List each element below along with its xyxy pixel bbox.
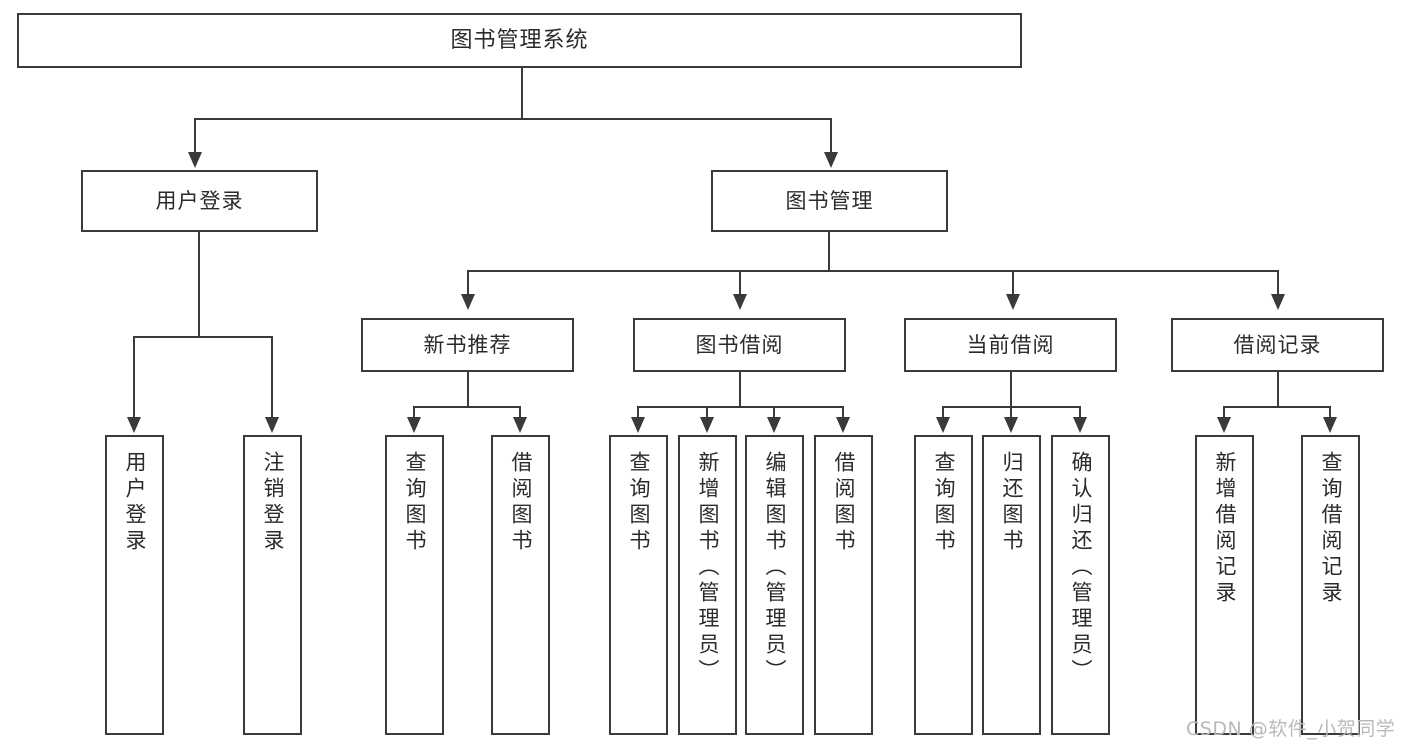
arrowhead-to-leaf-query-book-c (936, 417, 950, 433)
connector-book-manage-stem (828, 232, 830, 270)
connector-user-login-stem (198, 232, 200, 336)
leaf-query-book-recommend[interactable]: 查询图书 (385, 435, 444, 735)
connector-book-manage-bar (468, 270, 1279, 272)
leaf-user-login[interactable]: 用户登录 (105, 435, 164, 735)
connector-book-borrow-drop-3 (773, 406, 775, 419)
arrowhead-to-user-login (188, 152, 202, 168)
leaf-confirm-return-admin[interactable]: 确认归还（管理员） (1051, 435, 1110, 735)
connector-book-borrow-stem (739, 372, 741, 406)
leaf-label: 编辑图书（管理员） (763, 451, 787, 685)
connector-book-manage-drop-4 (1277, 270, 1279, 296)
connector-current-borrow-drop-1 (942, 406, 944, 419)
leaf-add-book-admin[interactable]: 新增图书（管理员） (678, 435, 737, 735)
connector-borrow-record-bar (1224, 406, 1331, 408)
node-book-management[interactable]: 图书管理 (711, 170, 948, 232)
leaf-label: 注销登录 (261, 451, 285, 555)
node-label: 图书管理 (785, 188, 874, 213)
arrowhead-to-leaf-query-book-b (631, 417, 645, 433)
node-label: 新书推荐 (423, 332, 512, 357)
leaf-add-borrow-record[interactable]: 新增借阅记录 (1195, 435, 1254, 735)
arrowhead-to-borrow-record (1271, 294, 1285, 310)
connector-current-borrow-stem (1010, 372, 1012, 406)
node-label: 用户登录 (155, 188, 244, 213)
connector-root-stem (521, 68, 523, 118)
connector-borrow-record-drop-1 (1223, 406, 1225, 419)
leaf-borrow-book-recommend[interactable]: 借阅图书 (491, 435, 550, 735)
leaf-query-borrow-record[interactable]: 查询借阅记录 (1301, 435, 1360, 735)
arrowhead-to-new-book-recommend (461, 294, 475, 310)
node-label: 当前借阅 (966, 332, 1055, 357)
arrowhead-to-leaf-borrow-book-b (836, 417, 850, 433)
arrowhead-to-leaf-logout (265, 417, 279, 433)
connector-book-manage-drop-1 (467, 270, 469, 296)
node-label: 图书管理系统 (450, 27, 589, 53)
connector-borrow-record-stem (1277, 372, 1279, 406)
leaf-label: 确认归还（管理员） (1069, 451, 1093, 685)
connector-new-book-drop-1 (413, 406, 415, 419)
node-label: 图书借阅 (695, 332, 784, 357)
connector-new-book-bar (414, 406, 521, 408)
leaf-label: 新增图书（管理员） (696, 451, 720, 685)
connector-new-book-drop-2 (519, 406, 521, 419)
connector-current-borrow-drop-2 (1010, 406, 1012, 419)
connector-book-borrow-drop-1 (637, 406, 639, 419)
connector-user-login-drop-1 (133, 336, 135, 419)
leaf-borrow-book-borrow[interactable]: 借阅图书 (814, 435, 873, 735)
connector-book-manage-drop-3 (1012, 270, 1014, 296)
leaf-return-book[interactable]: 归还图书 (982, 435, 1041, 735)
leaf-label: 归还图书 (1000, 451, 1024, 555)
arrowhead-to-leaf-user-login (127, 417, 141, 433)
connector-book-borrow-drop-2 (706, 406, 708, 419)
node-user-login[interactable]: 用户登录 (81, 170, 318, 232)
connector-book-borrow-drop-4 (842, 406, 844, 419)
leaf-query-book-borrow[interactable]: 查询图书 (609, 435, 668, 735)
connector-root-drop-right (830, 118, 832, 154)
arrowhead-to-leaf-query-book-a (407, 417, 421, 433)
arrowhead-to-leaf-borrow-book-a (513, 417, 527, 433)
leaf-edit-book-admin[interactable]: 编辑图书（管理员） (745, 435, 804, 735)
connector-borrow-record-drop-2 (1329, 406, 1331, 419)
connector-user-login-drop-2 (271, 336, 273, 419)
connector-book-manage-drop-2 (739, 270, 741, 296)
node-root-system[interactable]: 图书管理系统 (17, 13, 1022, 68)
leaf-label: 查询借阅记录 (1319, 451, 1343, 607)
leaf-query-book-current[interactable]: 查询图书 (914, 435, 973, 735)
arrowhead-to-current-borrow (1006, 294, 1020, 310)
leaf-label: 新增借阅记录 (1213, 451, 1237, 607)
connector-book-borrow-bar (638, 406, 844, 408)
node-new-book-recommend[interactable]: 新书推荐 (361, 318, 574, 372)
arrowhead-to-leaf-add-book (700, 417, 714, 433)
node-borrow-record[interactable]: 借阅记录 (1171, 318, 1384, 372)
leaf-label: 借阅图书 (509, 451, 533, 555)
leaf-label: 查询图书 (932, 451, 956, 555)
connector-current-borrow-drop-3 (1079, 406, 1081, 419)
arrowhead-to-leaf-add-record (1217, 417, 1231, 433)
leaf-label: 查询图书 (403, 451, 427, 555)
arrowhead-to-leaf-edit-book (767, 417, 781, 433)
leaf-logout[interactable]: 注销登录 (243, 435, 302, 735)
arrowhead-to-leaf-query-record (1323, 417, 1337, 433)
arrowhead-to-leaf-return-book (1004, 417, 1018, 433)
connector-current-borrow-bar (943, 406, 1081, 408)
node-label: 借阅记录 (1233, 332, 1322, 357)
leaf-label: 用户登录 (123, 451, 147, 555)
connector-root-bar (195, 118, 832, 120)
arrowhead-to-leaf-confirm-return (1073, 417, 1087, 433)
node-current-borrow[interactable]: 当前借阅 (904, 318, 1117, 372)
connector-new-book-stem (467, 372, 469, 406)
connector-user-login-bar (134, 336, 273, 338)
node-book-borrow[interactable]: 图书借阅 (633, 318, 846, 372)
arrowhead-to-book-manage (824, 152, 838, 168)
leaf-label: 查询图书 (627, 451, 651, 555)
connector-root-drop-left (194, 118, 196, 154)
arrowhead-to-book-borrow (733, 294, 747, 310)
leaf-label: 借阅图书 (832, 451, 856, 555)
